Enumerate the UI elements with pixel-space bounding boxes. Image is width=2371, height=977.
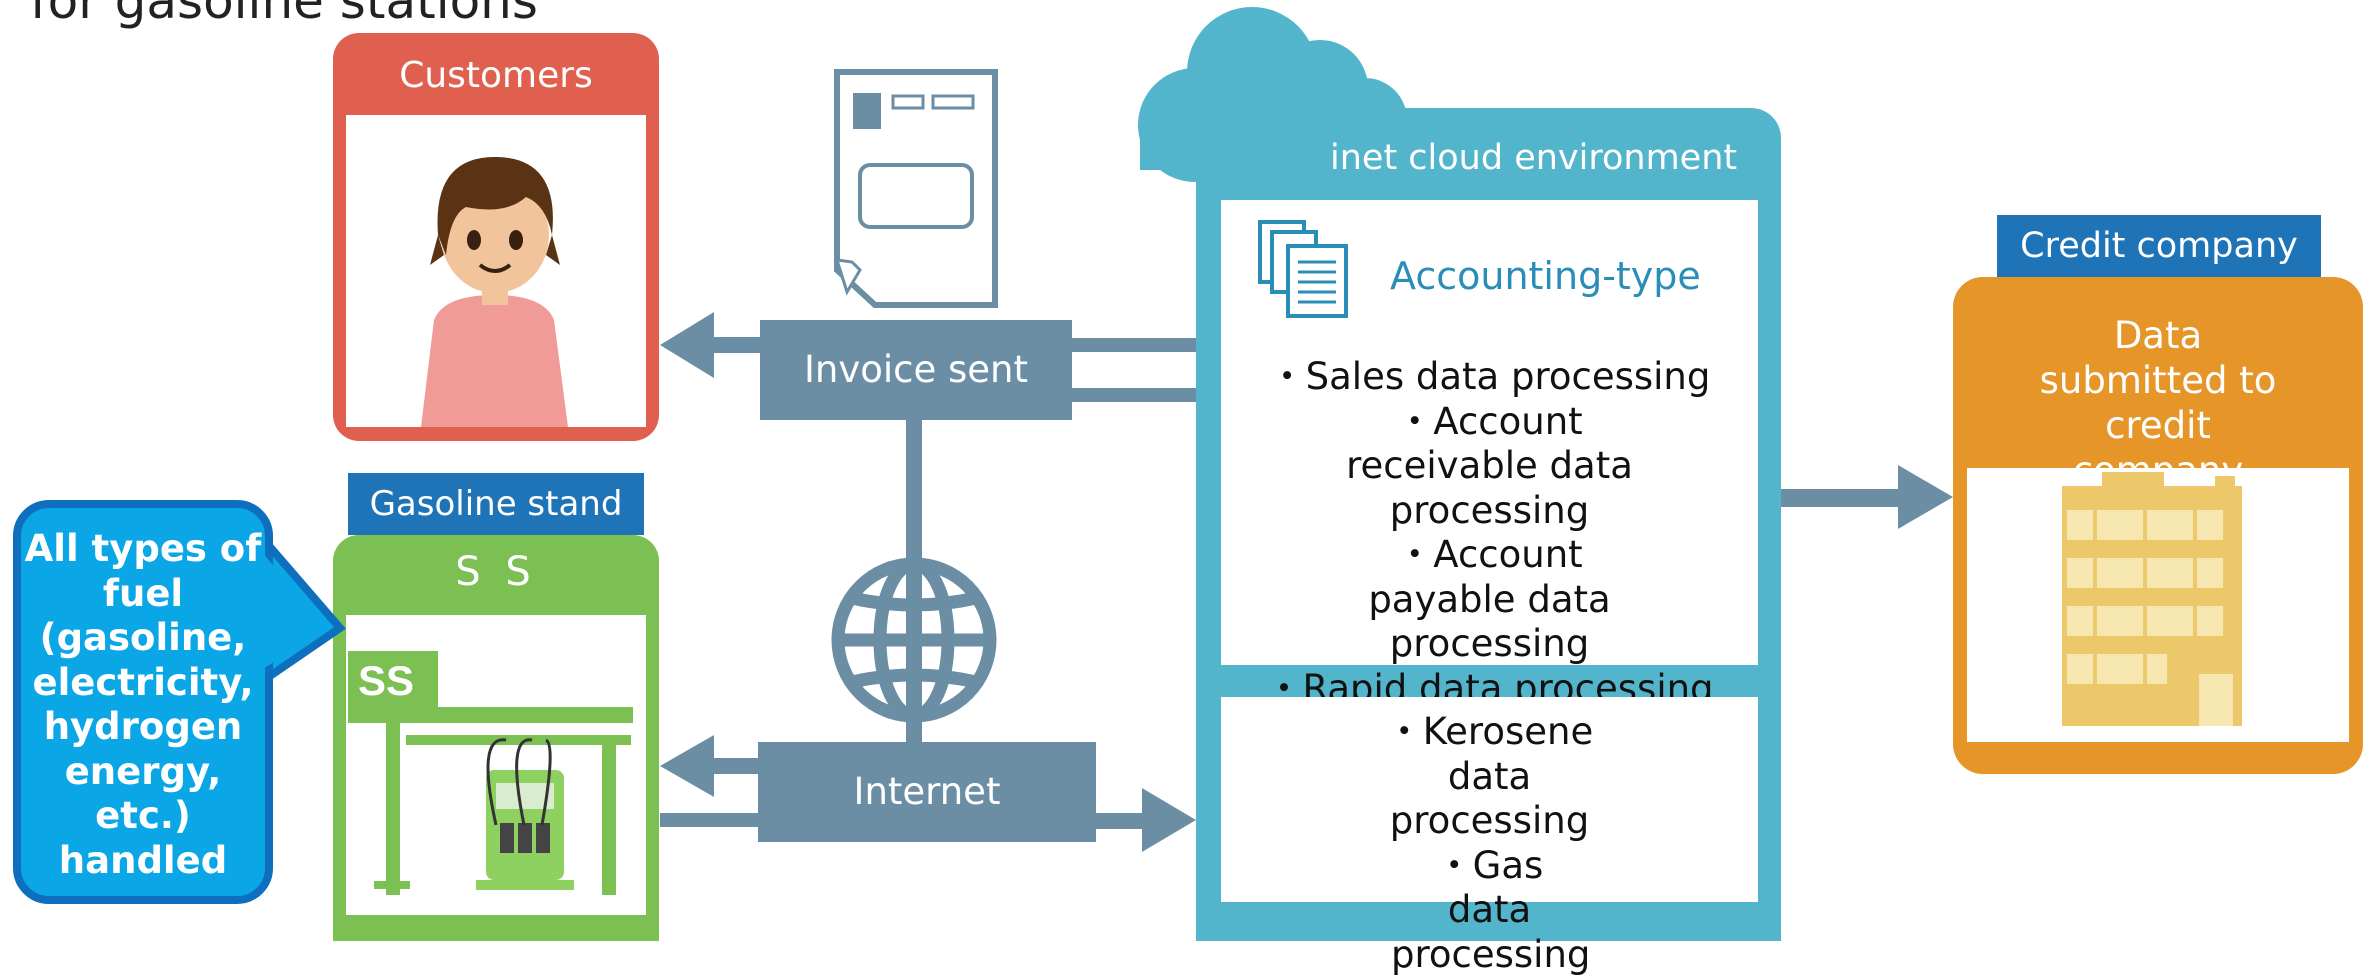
building-icon [1967, 468, 2349, 742]
other-data-item: ・Kerosene data processing [1221, 710, 1758, 844]
credit-image-area [1967, 468, 2349, 742]
other-data-items: ・Kerosene data processing ・Gas data proc… [1221, 710, 1758, 977]
accounting-item: ・Sales data processing [1221, 355, 1758, 400]
accounting-item: ・Account receivable data processing [1221, 400, 1758, 534]
credit-submitted-text: Data submitted to credit company [1953, 313, 2363, 493]
credit-submitted-label: Data submitted to credit company [2040, 314, 2277, 492]
other-data-item: ・Gas data processing [1221, 844, 1758, 977]
accounting-item: ・Account payable data processing [1221, 533, 1758, 667]
accounting-type-title: Accounting-type [1390, 254, 1701, 298]
credit-company-tag: Credit company [1997, 215, 2321, 277]
accounting-items: ・Sales data processing ・Account receivab… [1221, 355, 1758, 711]
